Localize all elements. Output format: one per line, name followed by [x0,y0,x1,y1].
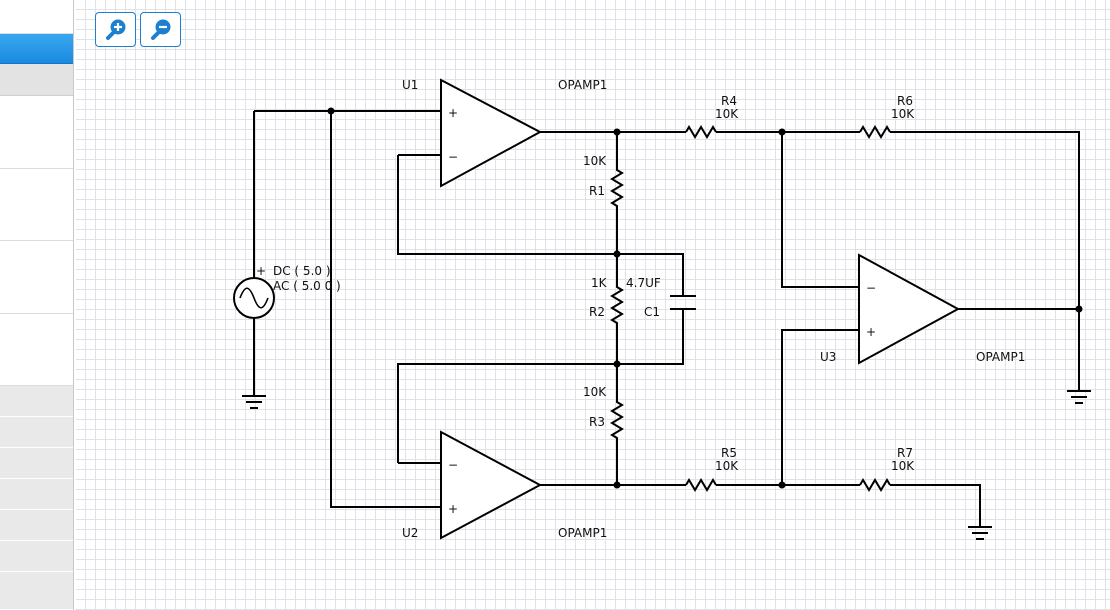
u3-plus-sign: + [866,325,876,339]
sidebar-header [0,0,73,34]
opamp-body [440,430,543,540]
junction-dot [613,250,621,258]
r7-ref-label: R7 [897,446,913,460]
u1-plus-sign: + [448,106,458,120]
r1-value-label: 10K [583,154,607,168]
resistor-r6[interactable]: R6 10K [859,94,915,139]
r3-ref-label: R3 [589,415,605,429]
r3-value-label: 10K [583,385,607,399]
junctions [327,107,1083,489]
u3-ref-label: U3 [820,350,836,364]
wire[interactable] [781,132,859,288]
wire[interactable] [330,111,441,508]
junction-dot [778,481,786,489]
resistor-symbol [859,125,891,139]
capacitor-c1[interactable]: 4.7UF C1 [626,276,696,319]
sidebar-item[interactable] [0,386,73,417]
sidebar-panel [0,169,73,241]
zoom-out-button[interactable] [140,12,181,47]
source-ac-label: AC ( 5.0 0 ) [273,279,341,293]
wire[interactable] [397,155,684,295]
r2-value-label: 1K [591,276,608,290]
wires [253,110,1080,520]
u3-minus-sign: − [866,281,876,295]
r7-value-label: 10K [891,459,915,473]
u1-minus-sign: − [448,150,458,164]
ground-symbol[interactable] [1067,390,1091,404]
opamp-u2[interactable]: − + U2 OPAMP1 [402,430,607,540]
u1-model-label: OPAMP1 [558,78,607,92]
resistor-r3[interactable]: 10K R3 [583,385,624,445]
junction-dot [613,481,621,489]
r4-ref-label: R4 [721,94,737,108]
opamp-u1[interactable]: + − U1 OPAMP1 [402,78,607,188]
ground-symbol[interactable] [968,520,992,540]
source-plus-sign: + [256,264,266,278]
resistor-r4[interactable]: R4 10K [685,94,739,139]
ground-symbol[interactable] [242,395,266,409]
wire[interactable] [397,310,684,463]
sine-wave-icon [239,287,269,309]
sidebar-item[interactable] [0,541,73,572]
r5-ref-label: R5 [721,446,737,460]
voltage-source[interactable]: + DC ( 5.0 ) AC ( 5.0 0 ) [233,264,341,319]
u1-ref-label: U1 [402,78,418,92]
c1-value-label: 4.7UF [626,276,661,290]
resistor-symbol [859,478,891,492]
sidebar [0,0,74,610]
sidebar-item[interactable] [0,448,73,479]
resistor-symbol [610,164,624,214]
resistor-symbol [610,276,624,331]
u2-ref-label: U2 [402,526,418,540]
sidebar-item[interactable] [0,64,73,96]
u2-model-label: OPAMP1 [558,526,607,540]
source-dc-label: DC ( 5.0 ) [273,264,331,278]
sidebar-item[interactable] [0,510,73,541]
sidebar-item[interactable] [0,479,73,510]
resistor-symbol [685,125,717,139]
sidebar-item[interactable] [0,572,73,610]
r6-value-label: 10K [891,107,915,121]
wire[interactable] [890,484,981,520]
resistor-r2[interactable]: 1K R2 [589,276,624,331]
opamp-u3[interactable]: − + U3 OPAMP1 [820,253,1025,365]
sidebar-panel [0,241,73,314]
zoom-in-button[interactable] [95,12,136,47]
c1-ref-label: C1 [644,305,660,319]
junction-dot [613,360,621,368]
resistor-r1[interactable]: 10K R1 [583,154,624,214]
u2-minus-sign: − [448,458,458,472]
resistor-r7[interactable]: R7 10K [859,446,915,492]
r5-value-label: 10K [715,459,739,473]
junction-dot [327,107,335,115]
sidebar-item-active[interactable] [0,34,73,64]
opamp-body [440,78,543,188]
resistor-symbol [685,478,717,492]
wire[interactable] [781,329,859,485]
r4-value-label: 10K [715,107,739,121]
r6-ref-label: R6 [897,94,913,108]
r1-ref-label: R1 [589,184,605,198]
sidebar-item[interactable] [0,417,73,448]
sidebar-panel [0,314,73,386]
resistor-r5[interactable]: R5 10K [685,446,739,492]
opamp-body [858,253,961,365]
u3-model-label: OPAMP1 [976,350,1025,364]
r2-ref-label: R2 [589,305,605,319]
zoom-out-icon [150,19,170,40]
sidebar-panel [0,96,73,169]
u2-plus-sign: + [448,502,458,516]
junction-dot [778,128,786,136]
wire[interactable] [890,131,1080,390]
junction-dot [613,128,621,136]
junction-dot [1075,305,1083,313]
resistor-symbol [610,395,624,445]
zoom-in-icon [105,19,125,40]
